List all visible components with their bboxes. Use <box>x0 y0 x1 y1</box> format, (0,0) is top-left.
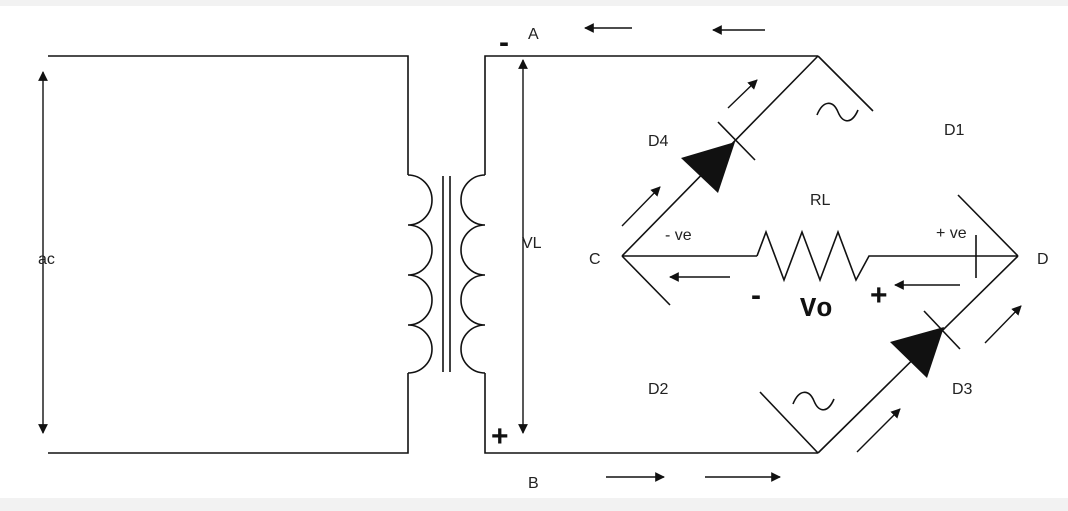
diagram-panel <box>0 6 1068 498</box>
ac-tilde-top-icon <box>816 102 859 122</box>
secondary-coil <box>460 174 486 374</box>
ac-label: ac <box>38 251 55 268</box>
vl-label: VL <box>522 235 542 252</box>
d2-label: D2 <box>648 381 669 398</box>
current-arrows <box>584 23 1022 482</box>
primary-coil <box>407 174 433 374</box>
arrow-d4-lower-icon <box>621 186 661 227</box>
vo-minus-sign: - <box>751 279 761 312</box>
pos-ve-label: + ve <box>936 225 967 242</box>
arrow-d3-lower-icon <box>856 408 901 453</box>
node-a-label: A <box>528 26 539 43</box>
secondary-minus-sign: - <box>499 26 509 59</box>
ac-tilde-bottom-icon <box>792 391 835 411</box>
d1-label: D1 <box>944 122 965 139</box>
diode-d4 <box>681 121 756 193</box>
secondary-plus-sign: + <box>491 420 509 453</box>
neg-ve-label: - ve <box>665 227 692 244</box>
d4-label: D4 <box>648 133 669 150</box>
rl-label: RL <box>810 192 831 209</box>
arrow-d4-upper-icon <box>727 79 758 109</box>
d3-label: D3 <box>952 381 973 398</box>
primary-circuit <box>48 55 433 454</box>
load-resistor <box>622 229 1018 283</box>
arrow-d3-upper-icon <box>984 305 1022 344</box>
transformer-core <box>442 176 451 372</box>
node-c-label: C <box>589 251 601 268</box>
node-d-label: D <box>1037 251 1049 268</box>
vo-plus-sign: + <box>870 279 888 312</box>
diode-d3 <box>890 310 961 378</box>
vo-label: Vo <box>800 295 832 325</box>
node-b-label: B <box>528 475 539 492</box>
secondary-circuit <box>460 55 818 454</box>
